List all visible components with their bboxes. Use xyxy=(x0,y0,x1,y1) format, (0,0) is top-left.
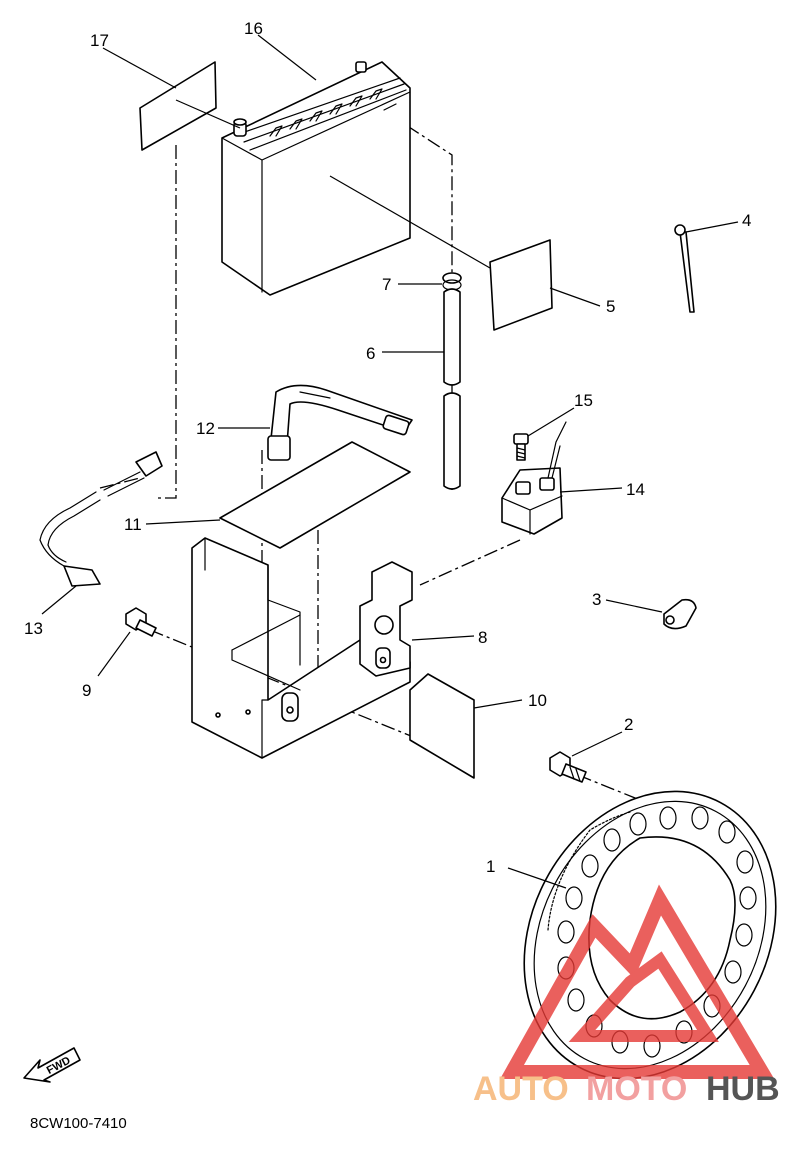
battery-case xyxy=(191,537,411,759)
callout-8: 8 xyxy=(478,628,487,647)
part-4-pin xyxy=(674,224,695,313)
part-10-plate xyxy=(409,673,475,779)
part-7-clip xyxy=(442,272,462,291)
diagram-code: 8CW100-7410 xyxy=(30,1115,127,1132)
callout-7: 7 xyxy=(382,275,391,294)
svg-text:FWD: FWD xyxy=(45,1054,73,1076)
part-2-bolt xyxy=(549,751,587,783)
fwd-arrow: FWD xyxy=(23,1047,81,1083)
part-15-screw xyxy=(513,433,529,461)
callout-11: 11 xyxy=(124,515,142,534)
leader-lines xyxy=(41,34,739,889)
callout-13: 13 xyxy=(24,619,43,638)
part-6-hose xyxy=(443,288,461,490)
part-17-sheet xyxy=(139,61,217,151)
part-16-battery xyxy=(221,61,411,296)
watermark-text: AUTO MOTO HUB xyxy=(473,1070,780,1108)
callout-14: 14 xyxy=(626,480,645,499)
callout-6: 6 xyxy=(366,344,375,363)
watermark-logo xyxy=(500,884,775,1079)
callouts: 1 2 3 4 5 6 7 8 9 10 11 12 13 14 15 16 1… xyxy=(24,19,751,876)
callout-3: 3 xyxy=(592,590,601,609)
svg-text:HUB: HUB xyxy=(706,1070,780,1108)
part-14-relay xyxy=(501,421,567,535)
part-11-sheet xyxy=(219,441,411,549)
part-9-bolt xyxy=(125,607,157,637)
callout-2: 2 xyxy=(624,715,633,734)
part-3-clamp xyxy=(663,598,697,630)
svg-text:AUTO: AUTO xyxy=(473,1070,569,1108)
part-12-band xyxy=(267,384,413,461)
part-5-sheet xyxy=(489,239,553,331)
callout-17: 17 xyxy=(90,31,109,50)
callout-5: 5 xyxy=(606,297,615,316)
callout-1: 1 xyxy=(486,857,495,876)
callout-12: 12 xyxy=(196,419,215,438)
callout-4: 4 xyxy=(742,211,751,230)
callout-15: 15 xyxy=(574,391,593,410)
svg-text:MOTO: MOTO xyxy=(586,1070,687,1108)
part-13-lead xyxy=(39,451,163,587)
callout-9: 9 xyxy=(82,681,91,700)
callout-16: 16 xyxy=(244,19,263,38)
part-8-bracket xyxy=(359,561,413,677)
callout-10: 10 xyxy=(528,691,547,710)
